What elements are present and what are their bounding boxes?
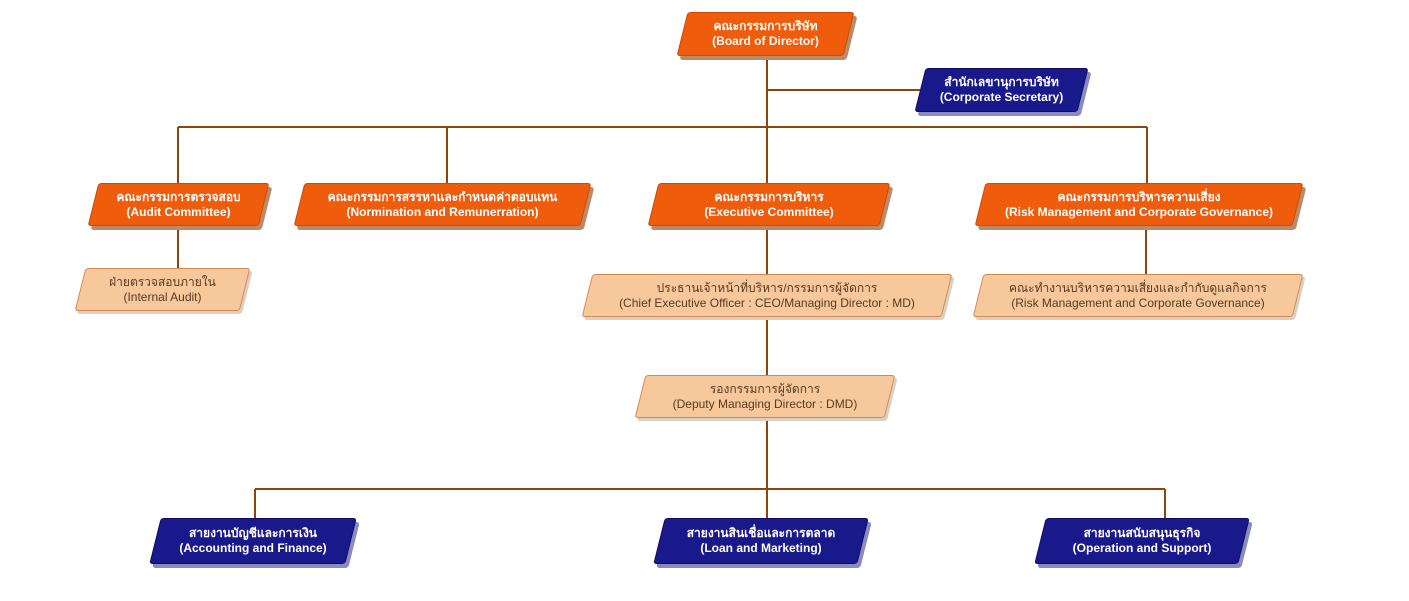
audit-committee-node-thai-label: คณะกรรมการตรวจสอบ: [116, 189, 241, 204]
internal-audit-node-thai-label: ฝ่ายตรวจสอบภายใน: [109, 274, 216, 289]
risk-working-group-node: คณะทำงานบริหารความเสี่ยงและกำกับดูแลกิจก…: [972, 274, 1304, 317]
deputy-md-node-english-label: (Deputy Managing Director : DMD): [672, 396, 858, 411]
loan-marketing-node: สายงานสินเชื่อและการตลาด (Loan and Marke…: [653, 518, 869, 564]
accounting-finance-node-thai-label: สายงานบัญชีและการเงิน: [188, 526, 318, 540]
executive-committee-node: คณะกรรมการบริหาร (Executive Committee): [647, 183, 891, 226]
board-node: คณะกรรมการบริษัท (Board of Director): [676, 12, 855, 56]
loan-marketing-node-thai-label: สายงานสินเชื่อและการตลาด: [686, 526, 836, 540]
internal-audit-node: ฝ่ายตรวจสอบภายใน (Internal Audit): [74, 268, 251, 311]
ceo-node: ประธานเจ้าหน้าที่บริหาร/กรรมการผู้จัดการ…: [581, 274, 953, 317]
nomination-committee-node-english-label: (Normination and Remunerration): [346, 204, 539, 219]
corporate-secretary-node-english-label: (Corporate Secretary): [939, 90, 1064, 104]
risk-committee-node-english-label: (Risk Management and Corporate Governanc…: [1004, 204, 1274, 219]
board-node-english-label: (Board of Director): [712, 34, 819, 48]
audit-committee-node-english-label: (Audit Committee): [126, 204, 231, 219]
operation-support-node-english-label: (Operation and Support): [1072, 541, 1212, 555]
deputy-md-node-thai-label: รองกรรมการผู้จัดการ: [709, 381, 821, 396]
risk-working-group-node-english-label: (Risk Management and Corporate Governanc…: [1011, 295, 1265, 310]
internal-audit-node-english-label: (Internal Audit): [123, 289, 202, 304]
accounting-finance-node-english-label: (Accounting and Finance): [179, 541, 327, 555]
board-node-thai-label: คณะกรรมการบริษัท: [713, 19, 818, 33]
risk-committee-node-thai-label: คณะกรรมการบริหารความเสี่ยง: [1057, 189, 1221, 204]
executive-committee-node-thai-label: คณะกรรมการบริหาร: [714, 189, 824, 204]
corporate-secretary-node: สำนักเลขานุการบริษัท (Corporate Secretar…: [914, 68, 1089, 112]
loan-marketing-node-english-label: (Loan and Marketing): [700, 541, 822, 555]
nomination-committee-node-thai-label: คณะกรรมการสรรหาและกำหนดค่าตอบแทน: [327, 189, 558, 204]
operation-support-node-thai-label: สายงานสนับสนุนธุรกิจ: [1083, 526, 1201, 540]
corporate-secretary-node-thai-label: สำนักเลขานุการบริษัท: [944, 75, 1059, 89]
audit-committee-node: คณะกรรมการตรวจสอบ (Audit Committee): [87, 183, 270, 226]
ceo-node-thai-label: ประธานเจ้าหน้าที่บริหาร/กรรมการผู้จัดการ: [656, 280, 878, 295]
nomination-committee-node: คณะกรรมการสรรหาและกำหนดค่าตอบแทน (Normin…: [293, 183, 592, 226]
risk-working-group-node-thai-label: คณะทำงานบริหารความเสี่ยงและกำกับดูแลกิจก…: [1009, 280, 1267, 295]
accounting-finance-node: สายงานบัญชีและการเงิน (Accounting and Fi…: [149, 518, 357, 564]
ceo-node-english-label: (Chief Executive Officer : CEO/Managing …: [619, 295, 915, 310]
risk-committee-node: คณะกรรมการบริหารความเสี่ยง (Risk Managem…: [974, 183, 1304, 226]
deputy-md-node: รองกรรมการผู้จัดการ (Deputy Managing Dir…: [634, 375, 896, 418]
operation-support-node: สายงานสนับสนุนธุรกิจ (Operation and Supp…: [1034, 518, 1250, 564]
executive-committee-node-english-label: (Executive Committee): [704, 204, 834, 219]
